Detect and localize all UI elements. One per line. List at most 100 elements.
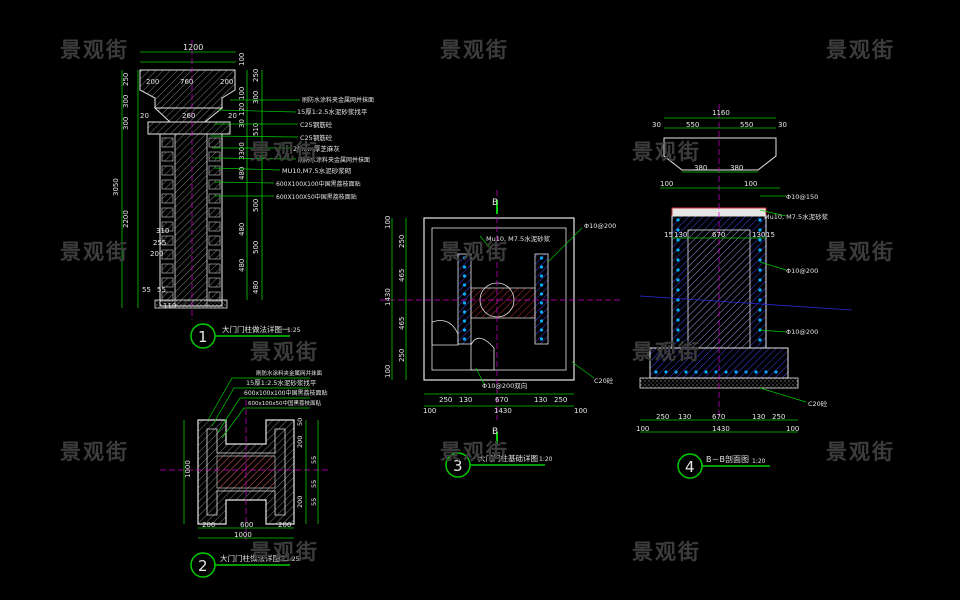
view4-rebar-dot [676, 218, 680, 222]
view4-dim: 1430 [712, 425, 730, 433]
view2-dim: 200 [296, 436, 304, 448]
view4-rebar-dot [676, 228, 680, 232]
view1-dim-f: 20 [228, 112, 237, 120]
view2-dim: 1000 [234, 531, 252, 539]
view1-note: MU10,M7.5水泥砂浆砌 [282, 166, 352, 175]
view4-rebar-dot [758, 278, 762, 282]
view3-section-mark-bottom: B [492, 427, 498, 437]
view4-notes: Φ10@150 Mu10, M7.5水泥砂浆 Φ10@200 Φ10@200 C… [764, 193, 829, 408]
view4-rebar-dot [676, 338, 680, 342]
view1-stone-block [208, 221, 221, 232]
view1-left-dim: 3050 [112, 178, 120, 196]
view2-dim: 50 [296, 418, 304, 426]
view4-dim: 100 [786, 425, 799, 433]
view3-rebar-dot [539, 301, 544, 305]
view1-dim-b: 760 [180, 78, 193, 86]
view1-dim-e: 20 [140, 112, 149, 120]
view1-left-dim: 55 [142, 286, 151, 294]
view1-number: 1 [198, 328, 208, 346]
view2-note: 600x100x50中国黑荔枝面贴 [248, 399, 322, 407]
view4-dim: 250 [656, 413, 669, 421]
view4-dim: 30 [652, 121, 661, 129]
view1-left-dim: 250 [122, 73, 130, 86]
view3-outer-slab [423, 217, 575, 381]
view1-note: C25钢筋砼 [300, 133, 333, 142]
view4-dim: 100 [660, 180, 673, 188]
view1-stone-block [161, 193, 174, 204]
view4-rebar-dot [676, 318, 680, 322]
view3-bottom-dim: 100 [423, 407, 436, 415]
view3-number: 3 [453, 457, 463, 475]
view3-bottom-dim: 1430 [494, 407, 512, 415]
view3-section-mark-top: B [492, 198, 498, 208]
view1-dim-d: 260 [182, 112, 195, 120]
view4-note: C20砼 [808, 399, 828, 408]
view4-rebar-dot [758, 298, 762, 302]
view1-right-dim: 480 [252, 281, 260, 294]
view4-dim: 1160 [712, 109, 730, 117]
view3-rebar-dot [462, 283, 467, 287]
view4-section [639, 104, 853, 433]
view4-scale: 1:20 [752, 458, 766, 465]
view2-dim: 600 [240, 521, 253, 529]
view3-left-dim: 100 [384, 365, 392, 378]
view1-left-dim: 300 [122, 117, 130, 130]
view1-left-dim: 300 [122, 95, 130, 108]
view3-left-dim: 250 [398, 235, 406, 248]
view3-note: C20砼 [594, 376, 614, 385]
view4-rebar-dot [676, 288, 680, 292]
view4-rebar-dot [758, 248, 762, 252]
view3-left-dim: 1430 [384, 288, 392, 306]
view1-title: 大门门柱做法详图一 [222, 324, 290, 334]
view1-dim-a: 200 [146, 78, 159, 86]
view1-stone-block [208, 249, 221, 260]
view3-bottom-dim: 100 [574, 407, 587, 415]
view3-rebar-dot [539, 328, 544, 332]
view1-right-dim: 500 [252, 241, 260, 254]
view2-note: 刷防水涂料夹金属网并抹面 [256, 369, 323, 377]
view1-stone-block [208, 277, 221, 288]
view3-labels: B B Mu10, M7.5水泥砂浆 Φ10@200 Φ10@200双向 C20… [482, 198, 616, 437]
view4-dim: 380 [694, 164, 707, 172]
view1-left-dim: 2200 [122, 210, 130, 228]
view4-rebar-dot [676, 258, 680, 262]
view1-right-dim: 510 [252, 123, 260, 136]
view3-title: 大门门柱基础详图 [478, 453, 538, 463]
view3-rebar-dot [462, 319, 467, 323]
view4-rebar-dot [676, 308, 680, 312]
view1-scale: 1:25 [287, 327, 301, 334]
view1-stone-block [208, 179, 221, 190]
view1-note: 刷防水涂料夹金属网并抹面 [298, 156, 370, 164]
view2-title-block: 2 大门门柱做法详图二 1:25 [190, 552, 300, 578]
view3-rebar-dot [462, 256, 467, 260]
view3-rebar-dot [539, 337, 544, 341]
view4-title: B－B剖面图 [706, 454, 749, 464]
view1-stone-block [161, 221, 174, 232]
view3-scale: 1:20 [539, 456, 553, 463]
view1-stone-block [208, 165, 221, 176]
view3-rebar-dot [462, 337, 467, 341]
view2-notes: 刷防水涂料夹金属网并抹面 15厚1:2.5水泥砂浆找平 600x100x100中… [207, 369, 327, 439]
view4-rebar-dot [676, 328, 680, 332]
view4-rebar-dot [758, 338, 762, 342]
view4-rebar-dot [676, 238, 680, 242]
view4-bottom-dims: 250 130 670 130 250 100 1430 100 [636, 413, 799, 433]
view1-leader-line [211, 157, 297, 160]
view4-dim: 100 [636, 425, 649, 433]
view3-rebar-dots [462, 256, 544, 341]
view4-rebar-dot [676, 298, 680, 302]
view3-rebar-dot [539, 319, 544, 323]
view1-dim-c: 200 [220, 78, 233, 86]
view4-dim: 15 [664, 231, 673, 239]
view1-right-dim: 300 [252, 91, 260, 104]
view1-stone-block [208, 137, 221, 148]
view3-rebar-dot [539, 265, 544, 269]
view1-stone-block [208, 263, 221, 274]
view4-cap [663, 137, 777, 171]
view4-dim: 380 [730, 164, 743, 172]
view4-rebar-dot [758, 238, 762, 242]
view4-rebar-dot [758, 258, 762, 262]
view2-dim: 55 [310, 498, 318, 506]
view3-rebar-dot [539, 292, 544, 296]
